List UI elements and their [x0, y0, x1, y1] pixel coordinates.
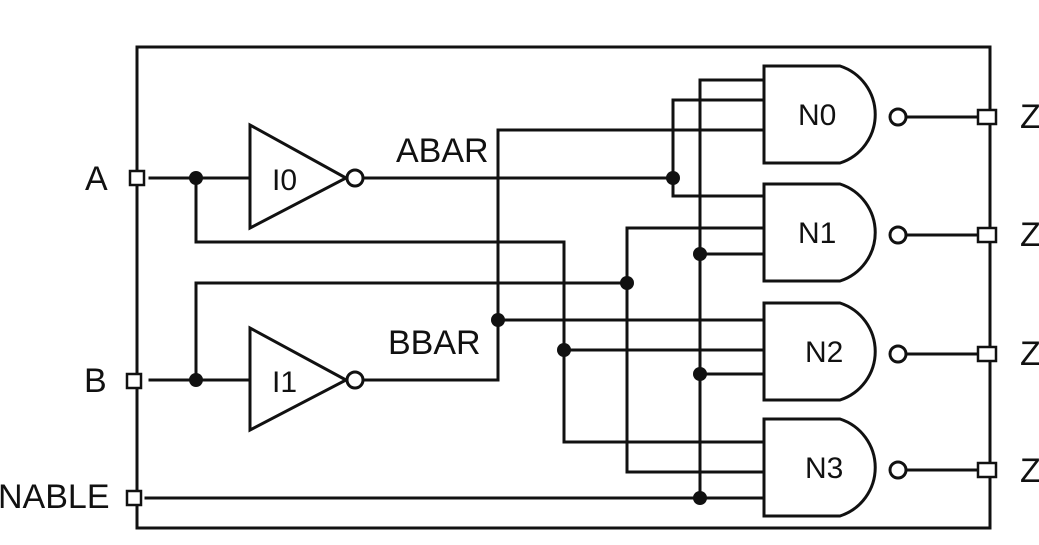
inverter-label-i1: I1 [272, 366, 297, 399]
nand-body [762, 301, 877, 402]
nand-gate-n1: N1 [762, 182, 908, 283]
junction-dot [620, 276, 634, 290]
port-enable[interactable] [125, 489, 143, 507]
inverter-label-i0: I0 [272, 164, 297, 197]
junctions [189, 171, 707, 505]
port-z2[interactable] [976, 345, 998, 363]
inverter-i0: I0 [248, 122, 365, 231]
nand-bubble [888, 460, 908, 480]
nand-gate-n0: N0 [762, 64, 908, 165]
nand-bubble [888, 107, 908, 127]
inverter-triangle [248, 325, 350, 433]
output-label-z3: Z [1020, 452, 1039, 490]
junction-dot [491, 313, 505, 327]
net-label-abar: ABAR [396, 132, 489, 170]
inverter-bubble [345, 168, 365, 188]
junction-dot [189, 171, 203, 185]
port-z1[interactable] [976, 226, 998, 244]
nand-label-n0: N0 [798, 99, 836, 132]
nand-body [762, 64, 877, 165]
junction-dot [189, 373, 203, 387]
junction-dot [693, 367, 707, 381]
nand-gate-n3: N3 [762, 417, 908, 518]
port-b[interactable] [125, 372, 143, 390]
nand-gate-n2: N2 [762, 301, 908, 402]
port-z3[interactable] [976, 461, 998, 479]
junction-dot [666, 171, 680, 185]
input-label-a: A [85, 160, 108, 198]
nand-label-n3: N3 [805, 452, 843, 485]
net-label-bbar: BBAR [388, 324, 481, 362]
nand-body [762, 417, 877, 518]
nand-bubble [888, 225, 908, 245]
nand-label-n1: N1 [798, 217, 836, 250]
inverter-triangle [248, 122, 350, 231]
nand-label-n2: N2 [805, 336, 843, 369]
input-label-b: B [84, 362, 107, 400]
junction-dot [693, 491, 707, 505]
wires [144, 78, 980, 500]
module-boundary [135, 45, 992, 530]
junction-dot [693, 247, 707, 261]
junction-dot [557, 343, 571, 357]
inverter-i1: I1 [248, 325, 365, 433]
output-label-z2: Z [1020, 335, 1039, 373]
inverter-bubble [345, 370, 365, 390]
nand-bubble [888, 344, 908, 364]
output-label-z0: Z [1020, 98, 1039, 136]
input-label-enable: NABLE [0, 478, 110, 516]
port-a[interactable] [128, 169, 146, 187]
port-z0[interactable] [976, 108, 998, 126]
output-label-z1: Z [1020, 216, 1039, 254]
nand-body [762, 182, 877, 283]
